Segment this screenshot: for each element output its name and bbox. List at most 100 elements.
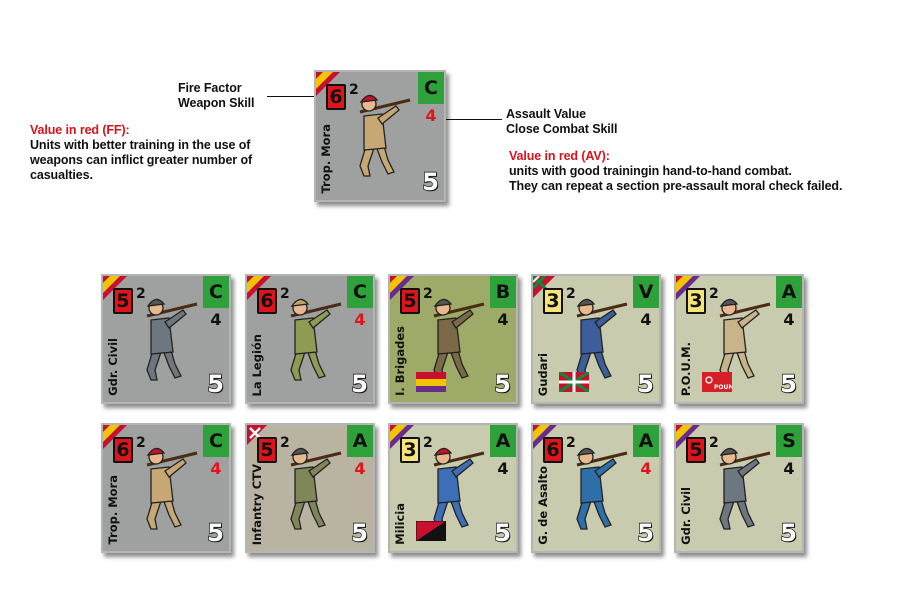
assault-value: 4 [783, 459, 795, 478]
skill-value: 2 [709, 435, 719, 451]
morale-value: 5 [637, 518, 655, 547]
ff-red-note: Value in red (FF): Units with better tra… [30, 123, 252, 183]
assault-value: 4 [354, 310, 366, 329]
soldier-figure-icon [576, 298, 628, 381]
unit-name: La Legión [250, 333, 264, 396]
fire-factor-value: 6 [113, 437, 133, 463]
assault-value: 4 [497, 310, 509, 329]
soldier-figure-icon [719, 447, 771, 530]
class-badge: S [776, 425, 802, 457]
assault-value: 4 [210, 310, 222, 329]
unit-name: I. Brigades [393, 326, 407, 396]
soldier-figure-icon [146, 447, 198, 530]
ff-label-line-2: Weapon Skill [178, 96, 255, 110]
av-red-desc-2: They can repeat a section pre-assault mo… [509, 179, 843, 193]
assault-value: 4 [640, 310, 652, 329]
ff-label-line-1: Fire Factor [178, 81, 242, 95]
morale-value: 5 [780, 518, 798, 547]
class-badge: A [633, 425, 659, 457]
fire-factor-value: 3 [400, 437, 420, 463]
unit-name: Milicia [393, 503, 407, 545]
class-badge: C [203, 276, 229, 308]
class-badge: B [490, 276, 516, 308]
assault-value: 4 [425, 106, 437, 125]
morale-value: 5 [780, 369, 798, 398]
skill-value: 2 [423, 286, 433, 302]
ikurrina-flag-icon [559, 372, 589, 392]
morale-value: 5 [351, 518, 369, 547]
fire-factor-value: 5 [113, 288, 133, 314]
class-badge: A [347, 425, 373, 457]
av-red-desc-1: units with good trainingin hand-to-hand … [509, 164, 792, 178]
unit-name: Gdr. Civil [679, 487, 693, 545]
skill-value: 2 [423, 435, 433, 451]
skill-value: 2 [280, 286, 290, 302]
fire-factor-value: 3 [543, 288, 563, 314]
fire-factor-value: 5 [686, 437, 706, 463]
class-badge: A [490, 425, 516, 457]
ff-red-desc-1: Units with better training in the use of [30, 138, 251, 152]
unit-name: Trop. Mora [106, 475, 120, 545]
ff-red-title: Value in red (FF): [30, 123, 130, 137]
av-red-title: Value in red (AV): [509, 149, 610, 163]
soldier-figure-icon [359, 94, 411, 177]
assault-value: 4 [640, 459, 652, 478]
assault-value: 4 [354, 459, 366, 478]
fire-factor-value: 6 [543, 437, 563, 463]
ff-red-desc-3: casualties. [30, 168, 93, 182]
unit-name: Trop. Mora [319, 124, 333, 194]
assault-value: 4 [497, 459, 509, 478]
class-badge: C [418, 72, 444, 104]
skill-value: 2 [349, 82, 359, 98]
skill-value: 2 [566, 286, 576, 302]
soldier-figure-icon [290, 447, 342, 530]
morale-value: 5 [494, 518, 512, 547]
assault-value: 4 [210, 459, 222, 478]
class-badge: C [203, 425, 229, 457]
fire-factor-value: 6 [326, 84, 346, 110]
morale-value: 5 [637, 369, 655, 398]
class-badge: A [776, 276, 802, 308]
av-leader-line [434, 119, 502, 120]
morale-value: 5 [494, 369, 512, 398]
soldier-figure-icon [719, 298, 771, 381]
soldier-figure-icon [433, 298, 485, 381]
av-red-note: Value in red (AV): units with good train… [509, 149, 842, 194]
morale-value: 5 [207, 369, 225, 398]
skill-value: 2 [136, 435, 146, 451]
fire-factor-value: 5 [400, 288, 420, 314]
fire-factor-value: 5 [257, 437, 277, 463]
skill-value: 2 [566, 435, 576, 451]
skill-value: 2 [136, 286, 146, 302]
soldier-figure-icon [290, 298, 342, 381]
unit-name: Gdr. Civil [106, 338, 120, 396]
av-label-line-1: Assault Value [506, 107, 586, 121]
ff-label: Fire Factor Weapon Skill [178, 81, 254, 111]
av-label: Assault Value Close Combat Skill [506, 107, 618, 137]
poum-emblem-text: POUM [714, 384, 732, 391]
fire-factor-value: 3 [686, 288, 706, 314]
ff-leader-line [267, 96, 321, 97]
italian-corner-flag-icon [247, 425, 267, 445]
unit-name: Gudari [536, 352, 550, 396]
soldier-figure-icon [433, 447, 485, 530]
republic-flag-icon [416, 372, 446, 392]
av-label-line-2: Close Combat Skill [506, 122, 618, 136]
fire-factor-value: 6 [257, 288, 277, 314]
skill-value: 2 [280, 435, 290, 451]
class-badge: C [347, 276, 373, 308]
morale-value: 5 [207, 518, 225, 547]
unit-name: P.O.U.M. [679, 341, 693, 396]
poum-flag-icon: POUM [702, 372, 732, 392]
